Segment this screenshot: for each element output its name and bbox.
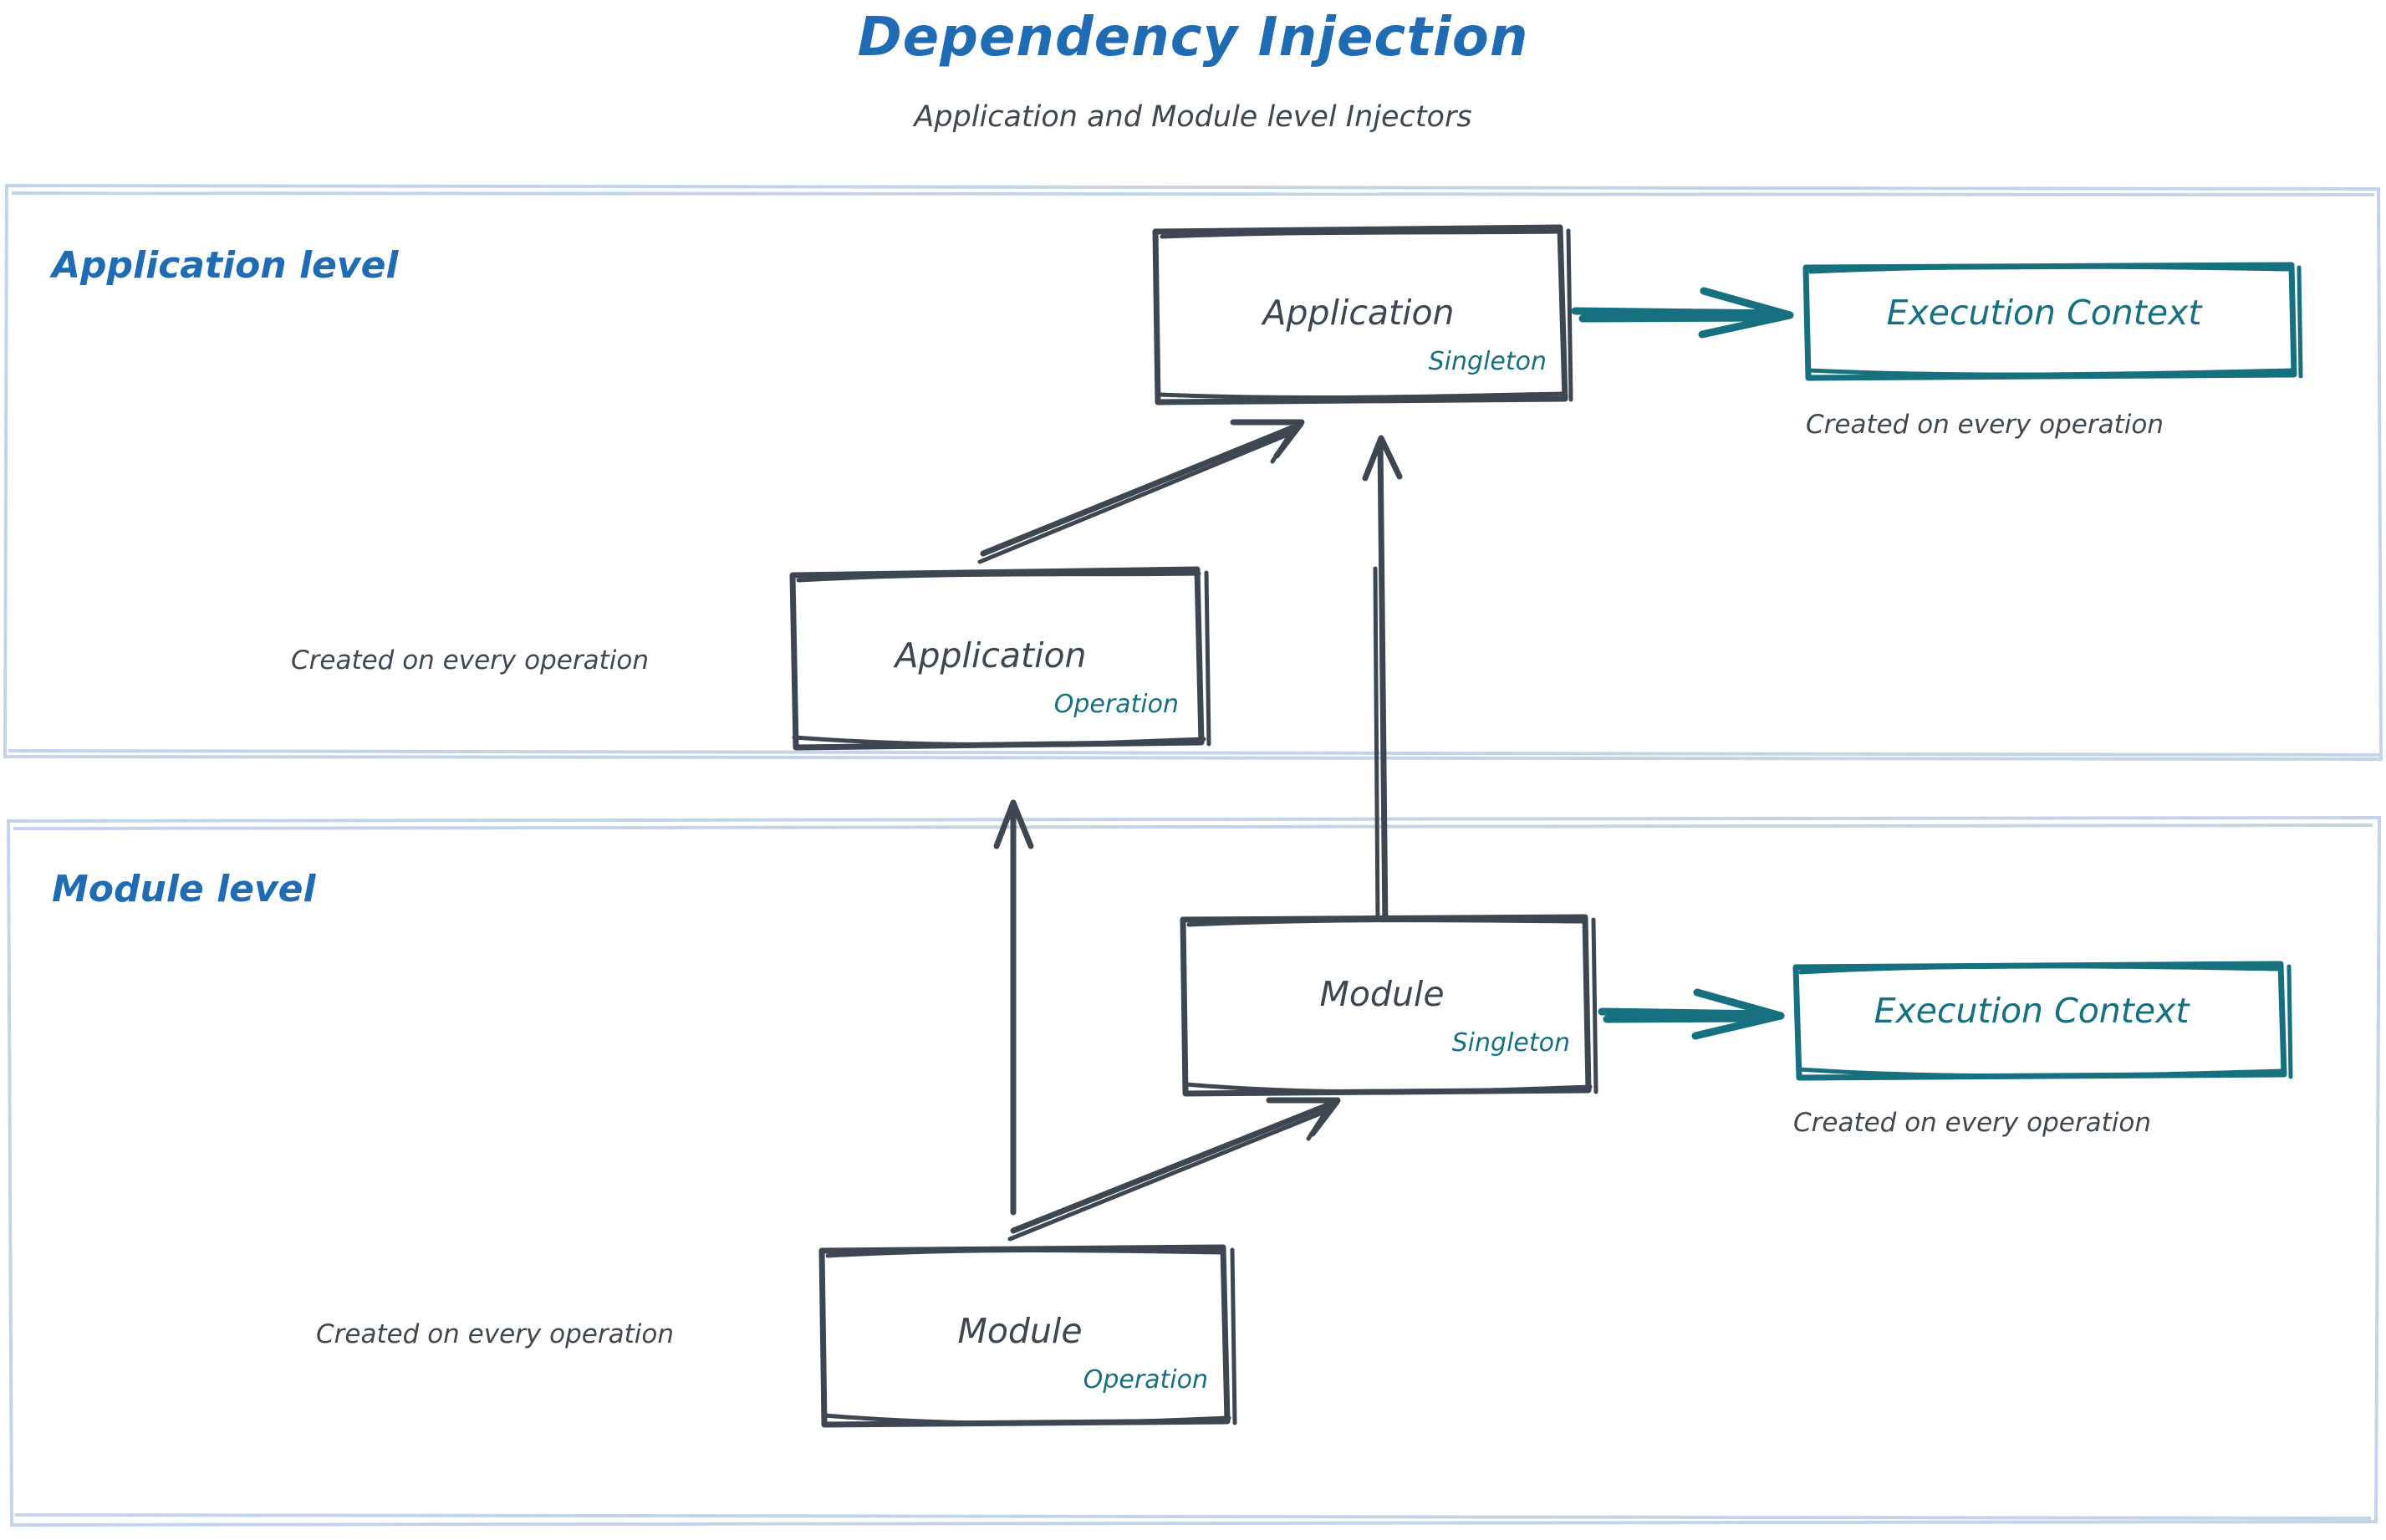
edge-application-to-execution-context	[1571, 287, 1794, 339]
node-scope-module-operation: Operation	[1083, 1365, 1208, 1395]
node-label-module-operation: Module	[957, 1311, 1083, 1351]
edge-application-operation-to-singleton	[977, 419, 1305, 564]
node-caption-module-operation: Created on every operation	[316, 1319, 674, 1349]
node-caption-execution-context-module: Created on every operation	[1793, 1108, 2151, 1138]
node-scope-application-singleton: Singleton	[1428, 347, 1547, 376]
page-subtitle: Application and Module level Injectors	[914, 100, 1472, 134]
page-title: Dependency Injection	[857, 7, 1529, 69]
node-label-application-operation: Application	[895, 635, 1087, 676]
container-label-application-level: Application level	[52, 244, 399, 287]
edge-module-to-execution-context	[1598, 988, 1785, 1040]
node-caption-application-operation: Created on every operation	[291, 645, 649, 676]
edge-module-operation-to-application-level	[993, 799, 1034, 1216]
node-label-module-singleton: Module	[1319, 974, 1445, 1014]
node-scope-application-operation: Operation	[1053, 690, 1179, 719]
edge-module-singleton-to-application-singleton	[1362, 435, 1403, 932]
edge-module-operation-to-singleton	[1007, 1097, 1341, 1242]
node-label-application-singleton: Application	[1262, 293, 1455, 333]
node-label-execution-context-module: Execution Context	[1874, 991, 2190, 1031]
node-scope-module-singleton: Singleton	[1451, 1028, 1570, 1058]
node-caption-execution-context-application: Created on every operation	[1806, 410, 2164, 440]
container-label-module-level: Module level	[52, 868, 316, 910]
container-module-level	[6, 815, 2382, 1527]
node-label-execution-context-application: Execution Context	[1886, 293, 2202, 333]
